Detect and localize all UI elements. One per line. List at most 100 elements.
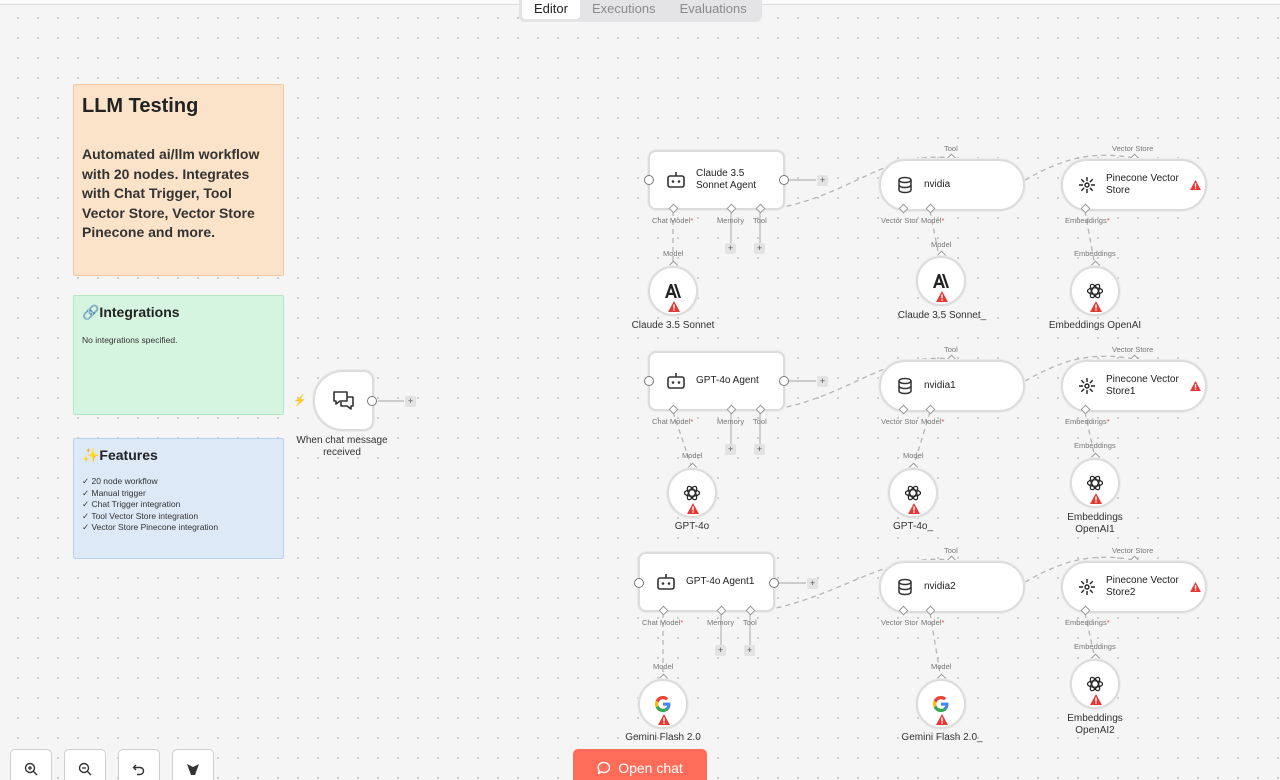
node-label: Claude 3.5 Sonnet_ [897,310,987,321]
open-chat-button[interactable]: Open chat [573,749,707,780]
port-label-model: Model [903,451,924,460]
pinecone-icon [1079,378,1095,394]
port-label-embeddings: Embeddings* [1065,417,1110,426]
port-label-memory: Memory [717,417,745,426]
port-label-vector-store: Vector Stor [881,216,919,225]
zoom-out-button[interactable] [64,749,106,780]
pinecone-node[interactable]: Pinecone Vector Store [1061,159,1207,211]
warning-icon [1090,301,1102,312]
openai-icon [904,485,922,501]
tab-evaluations[interactable]: Evaluations [679,1,747,16]
undo-button[interactable] [118,749,160,780]
undo-icon [132,764,145,776]
embeddings-node[interactable] [1070,458,1120,508]
add-tool-button[interactable]: + [754,243,765,254]
sticky-note-features[interactable]: ✨Features ✓ 20 node workflow ✓ Manual tr… [73,438,284,559]
output-port[interactable] [779,376,789,386]
add-node-button[interactable]: + [817,175,828,186]
warning-icon [1190,381,1201,391]
embeddings-node[interactable] [1070,659,1120,709]
vector-tool-node-nvidia1[interactable]: nvidia1 [879,360,1025,412]
add-memory-button[interactable]: + [725,243,736,254]
openai-icon [1086,676,1104,692]
chat-trigger-node[interactable] [313,370,374,431]
port-label-embeddings: Embeddings* [1065,618,1110,627]
port-label-vector-store: Vector Stor [881,618,919,627]
add-memory-button[interactable]: + [725,444,736,455]
port-label-chat-model: Chat Model* [642,618,684,627]
model-node-gemini-tool[interactable] [916,679,966,729]
port-label-model: Model [931,662,952,671]
port-label-tool: Tool [753,216,767,225]
anthropic-icon [933,274,949,288]
port-label-embeddings: Embeddings [1074,249,1116,258]
warning-icon [1090,694,1102,705]
node-label: Claude 3.5 Sonnet [631,320,715,331]
add-tool-button[interactable]: + [754,444,765,455]
input-port[interactable] [644,175,654,185]
embeddings-node[interactable] [1070,266,1120,316]
google-icon [933,696,949,712]
agent-node-claude[interactable]: Claude 3.5 Sonnet Agent [648,150,785,210]
zoom-in-button[interactable] [10,749,52,780]
port-label-embeddings: Embeddings [1074,441,1116,450]
port-label-model: Model* [921,216,945,225]
port-label-embeddings: Embeddings* [1065,216,1110,225]
zoom-out-icon [78,762,92,776]
model-node-gpt4o-tool[interactable] [888,468,938,518]
pinecone-node[interactable]: Pinecone Vector Store2 [1061,561,1207,613]
port-label-tool: Tool [944,144,958,153]
pinecone-icon [1079,579,1095,595]
warning-icon [936,291,948,302]
openai-icon [1086,475,1104,491]
chat-bubble-icon [597,761,611,775]
node-label: Gemini Flash 2.0 [625,732,701,743]
add-node-button[interactable]: + [817,376,828,387]
port-label-tool: Tool [753,417,767,426]
output-port[interactable] [367,396,377,406]
model-node-claude[interactable] [648,266,698,316]
warning-icon [1090,493,1102,504]
node-label: Pinecone Vector Store [1106,173,1179,196]
list-item: ✓ Chat Trigger integration [82,499,181,509]
vector-tool-node-nvidia[interactable]: nvidia [879,159,1025,211]
output-port[interactable] [779,175,789,185]
vector-tool-node-nvidia2[interactable]: nvidia2 [879,561,1025,613]
add-node-button[interactable]: + [405,396,416,407]
add-node-button[interactable]: + [807,578,818,589]
node-label: GPT-4o_ [892,521,934,532]
node-label: Embeddings OpenAI1 [1067,512,1123,535]
port-label-chat-model: Chat Model* [652,417,694,426]
model-node-gpt4o[interactable] [667,468,717,518]
tab-editor[interactable]: Editor [522,0,580,19]
robot-icon [667,373,685,389]
database-icon [898,176,912,194]
node-label: nvidia2 [924,581,956,592]
anthropic-icon [665,284,681,298]
input-port[interactable] [644,376,654,386]
node-label: Claude 3.5 Sonnet Agent [696,168,757,191]
sticky-note-integrations[interactable]: 🔗Integrations No integrations specified. [73,295,284,415]
add-tool-button[interactable]: + [744,645,755,656]
warning-icon [908,503,920,514]
add-memory-button[interactable]: + [715,645,726,656]
note-title: 🔗Integrations [82,304,180,320]
google-icon [655,696,671,712]
sticky-note-llm-testing[interactable]: LLM Testing Automated ai/llm workflow wi… [73,84,284,276]
tab-executions[interactable]: Executions [591,1,656,16]
list-item: ✓ Tool Vector Store integration [82,510,199,521]
output-port[interactable] [769,578,779,588]
input-port[interactable] [634,578,644,588]
list-item: ✓ 20 node workflow [82,476,158,486]
pinecone-node[interactable]: Pinecone Vector Store1 [1061,360,1207,412]
agent-node-gpt4o[interactable]: GPT-4o Agent [648,351,785,411]
agent-node-gpt4o-1[interactable]: GPT-4o Agent1 [638,552,775,612]
robot-icon [657,574,675,590]
model-node-claude-tool[interactable] [916,256,966,306]
port-label-model: Model [653,662,674,671]
model-node-gemini[interactable] [638,679,688,729]
warning-icon [936,714,948,725]
port-label-model: Model [682,451,703,460]
tidy-up-button[interactable] [172,749,214,780]
database-icon [898,578,912,596]
